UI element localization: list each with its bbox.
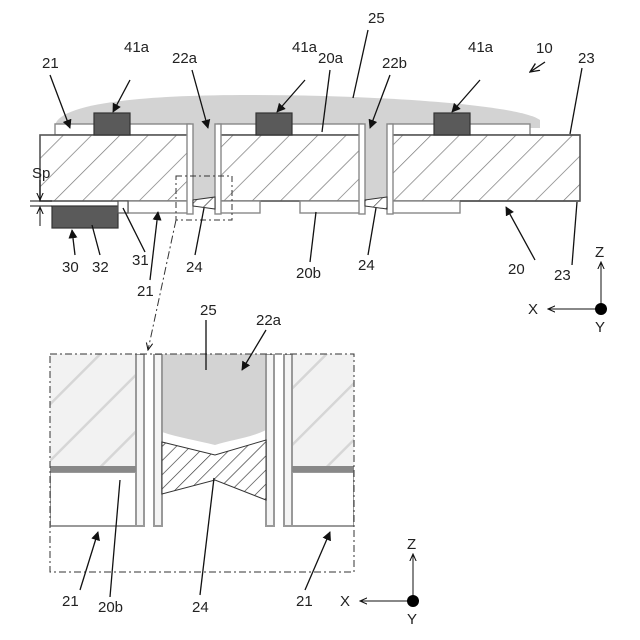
label-41a-2: 41a [292,39,318,56]
label-22b: 22b [382,55,407,72]
wall-a2 [215,124,221,214]
substrate-core-left [40,135,190,201]
substrate-core-right [390,135,580,201]
detail-wall-l2 [154,354,162,526]
label-24-det: 24 [192,599,209,616]
label-25-top: 25 [368,10,385,27]
axis-y-top: Y [595,319,605,336]
lower-layer-mid-a [218,201,260,213]
label-20a: 20a [318,50,344,67]
label-21-det-right: 21 [296,593,313,610]
axis-z-top: Z [595,244,604,261]
component-31 [118,201,128,213]
axis-x-bottom: X [340,593,350,610]
label-24-a: 24 [186,259,203,276]
resin-gap-a [190,125,218,207]
lower-layer-mid-b [300,201,362,213]
wall-b2 [387,124,393,214]
detail-substrate-left [50,354,136,472]
label-21-top: 21 [42,55,59,72]
detail-thin-left [50,466,136,472]
label-sp: Sp [32,165,50,182]
component-32 [52,206,118,228]
detail-wall-r1 [266,354,274,526]
detail-layer-right [292,472,354,526]
label-22a-top: 22a [172,50,198,67]
detail-layer-left [50,472,136,526]
label-21-det-left: 21 [62,593,79,610]
detail-substrate-right [292,354,354,472]
label-21-mid: 21 [137,283,154,300]
label-32: 32 [92,259,109,276]
chip-41a-2 [256,113,292,135]
axis-y-bottom: Y [407,611,417,628]
detail-resin [162,354,266,445]
label-23-top: 23 [578,50,595,67]
label-10: 10 [536,40,553,57]
lower-layer-left [128,201,190,213]
label-20b-det: 20b [98,599,123,616]
detail-thin-right [292,466,354,472]
label-20-right: 20 [508,261,525,278]
substrate-core-mid [218,135,362,201]
lower-layer-right [390,201,460,213]
label-25-detail: 25 [200,302,217,319]
label-22a-detail: 22a [256,312,282,329]
detail-wall-r2 [284,354,292,526]
label-31: 31 [132,252,149,269]
label-24-b: 24 [358,257,375,274]
wall-b1 [359,124,365,214]
axis-x-top: X [528,301,538,318]
axis-z-bottom: Z [407,536,416,553]
y-axis-dot-bottom [407,595,419,607]
resin-gap-b [362,125,390,207]
axes-top: Z X Y [528,244,607,336]
chip-41a-1 [94,113,130,135]
wall-a1 [187,124,193,214]
detail-wall-l1 [136,354,144,526]
top-cross-section [30,95,580,350]
chip-41a-3 [434,113,470,135]
label-30: 30 [62,259,79,276]
label-41a-3: 41a [468,39,494,56]
label-23-bottom: 23 [554,267,571,284]
label-41a-1: 41a [124,39,150,56]
label-20b-top: 20b [296,265,321,282]
y-axis-dot-top [595,303,607,315]
